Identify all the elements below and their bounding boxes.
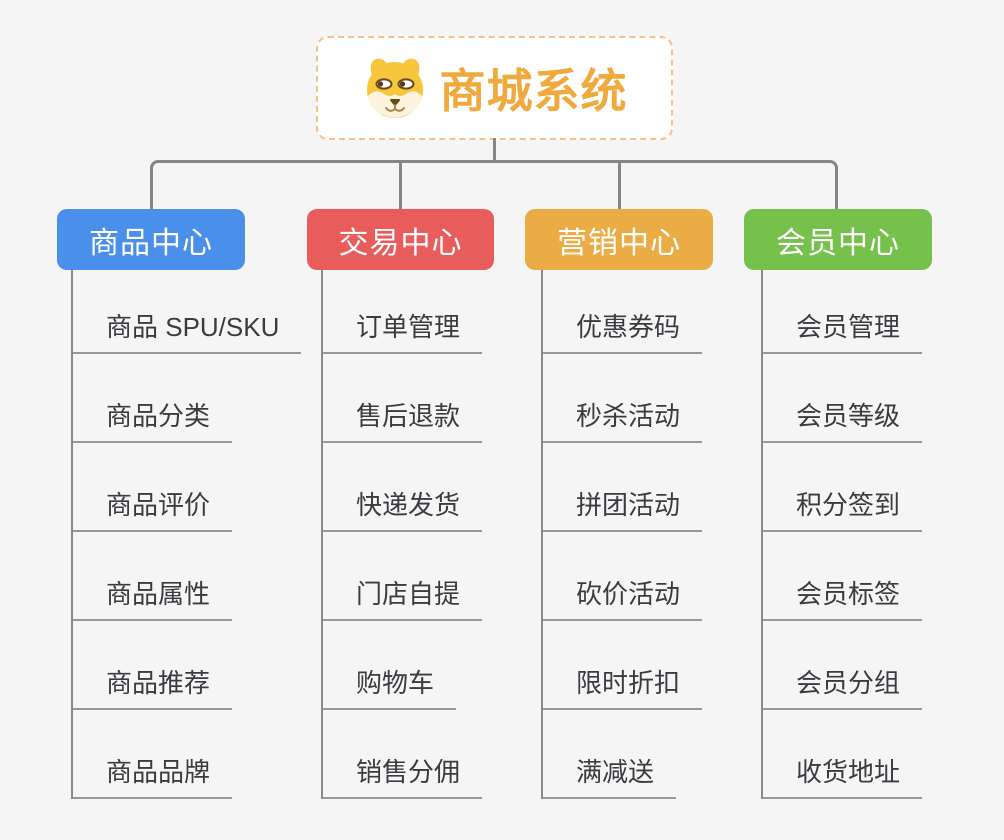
leaf-node[interactable]: 收货地址 [763, 710, 923, 799]
leaf-node[interactable]: 会员分组 [763, 621, 923, 710]
branch-header-marketing[interactable]: 营销中心 [525, 209, 713, 270]
connector-bus [150, 160, 838, 210]
branch-header-label: 商品中心 [89, 226, 213, 260]
branch-items-member: 会员管理 会员等级 积分签到 会员标签 会员分组 收货地址 [761, 270, 923, 799]
leaf-node[interactable]: 砍价活动 [543, 532, 703, 621]
leaf-label: 优惠券码 [576, 312, 681, 342]
leaf-node[interactable]: 商品 SPU/SKU [73, 270, 302, 354]
leaf-node[interactable]: 商品品牌 [73, 710, 233, 799]
leaf-label: 商品推荐 [106, 668, 211, 698]
leaf-label: 积分签到 [796, 490, 901, 520]
leaf-node[interactable]: 商品评价 [73, 443, 233, 532]
branch-header-member[interactable]: 会员中心 [744, 209, 932, 270]
leaf-node[interactable]: 商品推荐 [73, 621, 233, 710]
branch-header-trade[interactable]: 交易中心 [307, 209, 494, 270]
leaf-node[interactable]: 会员等级 [763, 354, 923, 443]
leaf-node[interactable]: 门店自提 [323, 532, 483, 621]
leaf-node[interactable]: 限时折扣 [543, 621, 703, 710]
leaf-node[interactable]: 销售分佣 [323, 710, 483, 799]
leaf-label: 会员等级 [796, 401, 901, 431]
leaf-label: 商品品牌 [106, 757, 211, 787]
leaf-label: 商品 SPU/SKU [106, 312, 280, 342]
leaf-node[interactable]: 快递发货 [323, 443, 483, 532]
leaf-label: 商品评价 [106, 490, 211, 520]
root-title: 商城系统 [439, 65, 628, 117]
leaf-label: 满减送 [576, 757, 655, 787]
branch-items-trade: 订单管理 售后退款 快递发货 门店自提 购物车 销售分佣 [321, 270, 483, 799]
leaf-node[interactable]: 订单管理 [323, 270, 483, 354]
leaf-label: 商品分类 [106, 401, 211, 431]
leaf-label: 拼团活动 [576, 490, 681, 520]
leaf-label: 快递发货 [356, 490, 461, 520]
leaf-node[interactable]: 满减送 [543, 710, 677, 799]
leaf-node[interactable]: 拼团活动 [543, 443, 703, 532]
leaf-node[interactable]: 会员管理 [763, 270, 923, 354]
connector-drop-trade [399, 162, 402, 210]
leaf-label: 订单管理 [356, 312, 461, 342]
leaf-label: 售后退款 [356, 401, 461, 431]
leaf-node[interactable]: 秒杀活动 [543, 354, 703, 443]
branch-header-label: 会员中心 [776, 226, 900, 260]
leaf-label: 秒杀活动 [576, 401, 681, 431]
leaf-label: 销售分佣 [356, 757, 461, 787]
leaf-label: 门店自提 [356, 579, 461, 609]
leaf-node[interactable]: 商品分类 [73, 354, 233, 443]
leaf-label: 限时折扣 [576, 668, 681, 698]
leaf-label: 会员分组 [796, 668, 901, 698]
leaf-node[interactable]: 积分签到 [763, 443, 923, 532]
dog-face-icon [366, 58, 423, 118]
leaf-node[interactable]: 商品属性 [73, 532, 233, 621]
leaf-label: 会员标签 [796, 579, 901, 609]
leaf-node[interactable]: 售后退款 [323, 354, 483, 443]
root-node[interactable]: 商城系统 [316, 36, 673, 140]
branch-header-label: 营销中心 [557, 226, 681, 260]
branch-header-label: 交易中心 [338, 226, 463, 260]
leaf-label: 砍价活动 [576, 579, 681, 609]
leaf-label: 商品属性 [106, 579, 211, 609]
connector-drop-marketing [618, 162, 621, 210]
leaf-label: 会员管理 [796, 312, 901, 342]
leaf-label: 购物车 [356, 668, 435, 698]
leaf-node[interactable]: 购物车 [323, 621, 457, 710]
leaf-node[interactable]: 优惠券码 [543, 270, 703, 354]
connector-root-drop [493, 138, 496, 162]
branch-items-marketing: 优惠券码 秒杀活动 拼团活动 砍价活动 限时折扣 满减送 [541, 270, 703, 799]
branch-header-product[interactable]: 商品中心 [57, 209, 245, 270]
leaf-node[interactable]: 会员标签 [763, 532, 923, 621]
leaf-label: 收货地址 [796, 757, 901, 787]
branch-items-product: 商品 SPU/SKU 商品分类 商品评价 商品属性 商品推荐 商品品牌 [71, 270, 302, 799]
